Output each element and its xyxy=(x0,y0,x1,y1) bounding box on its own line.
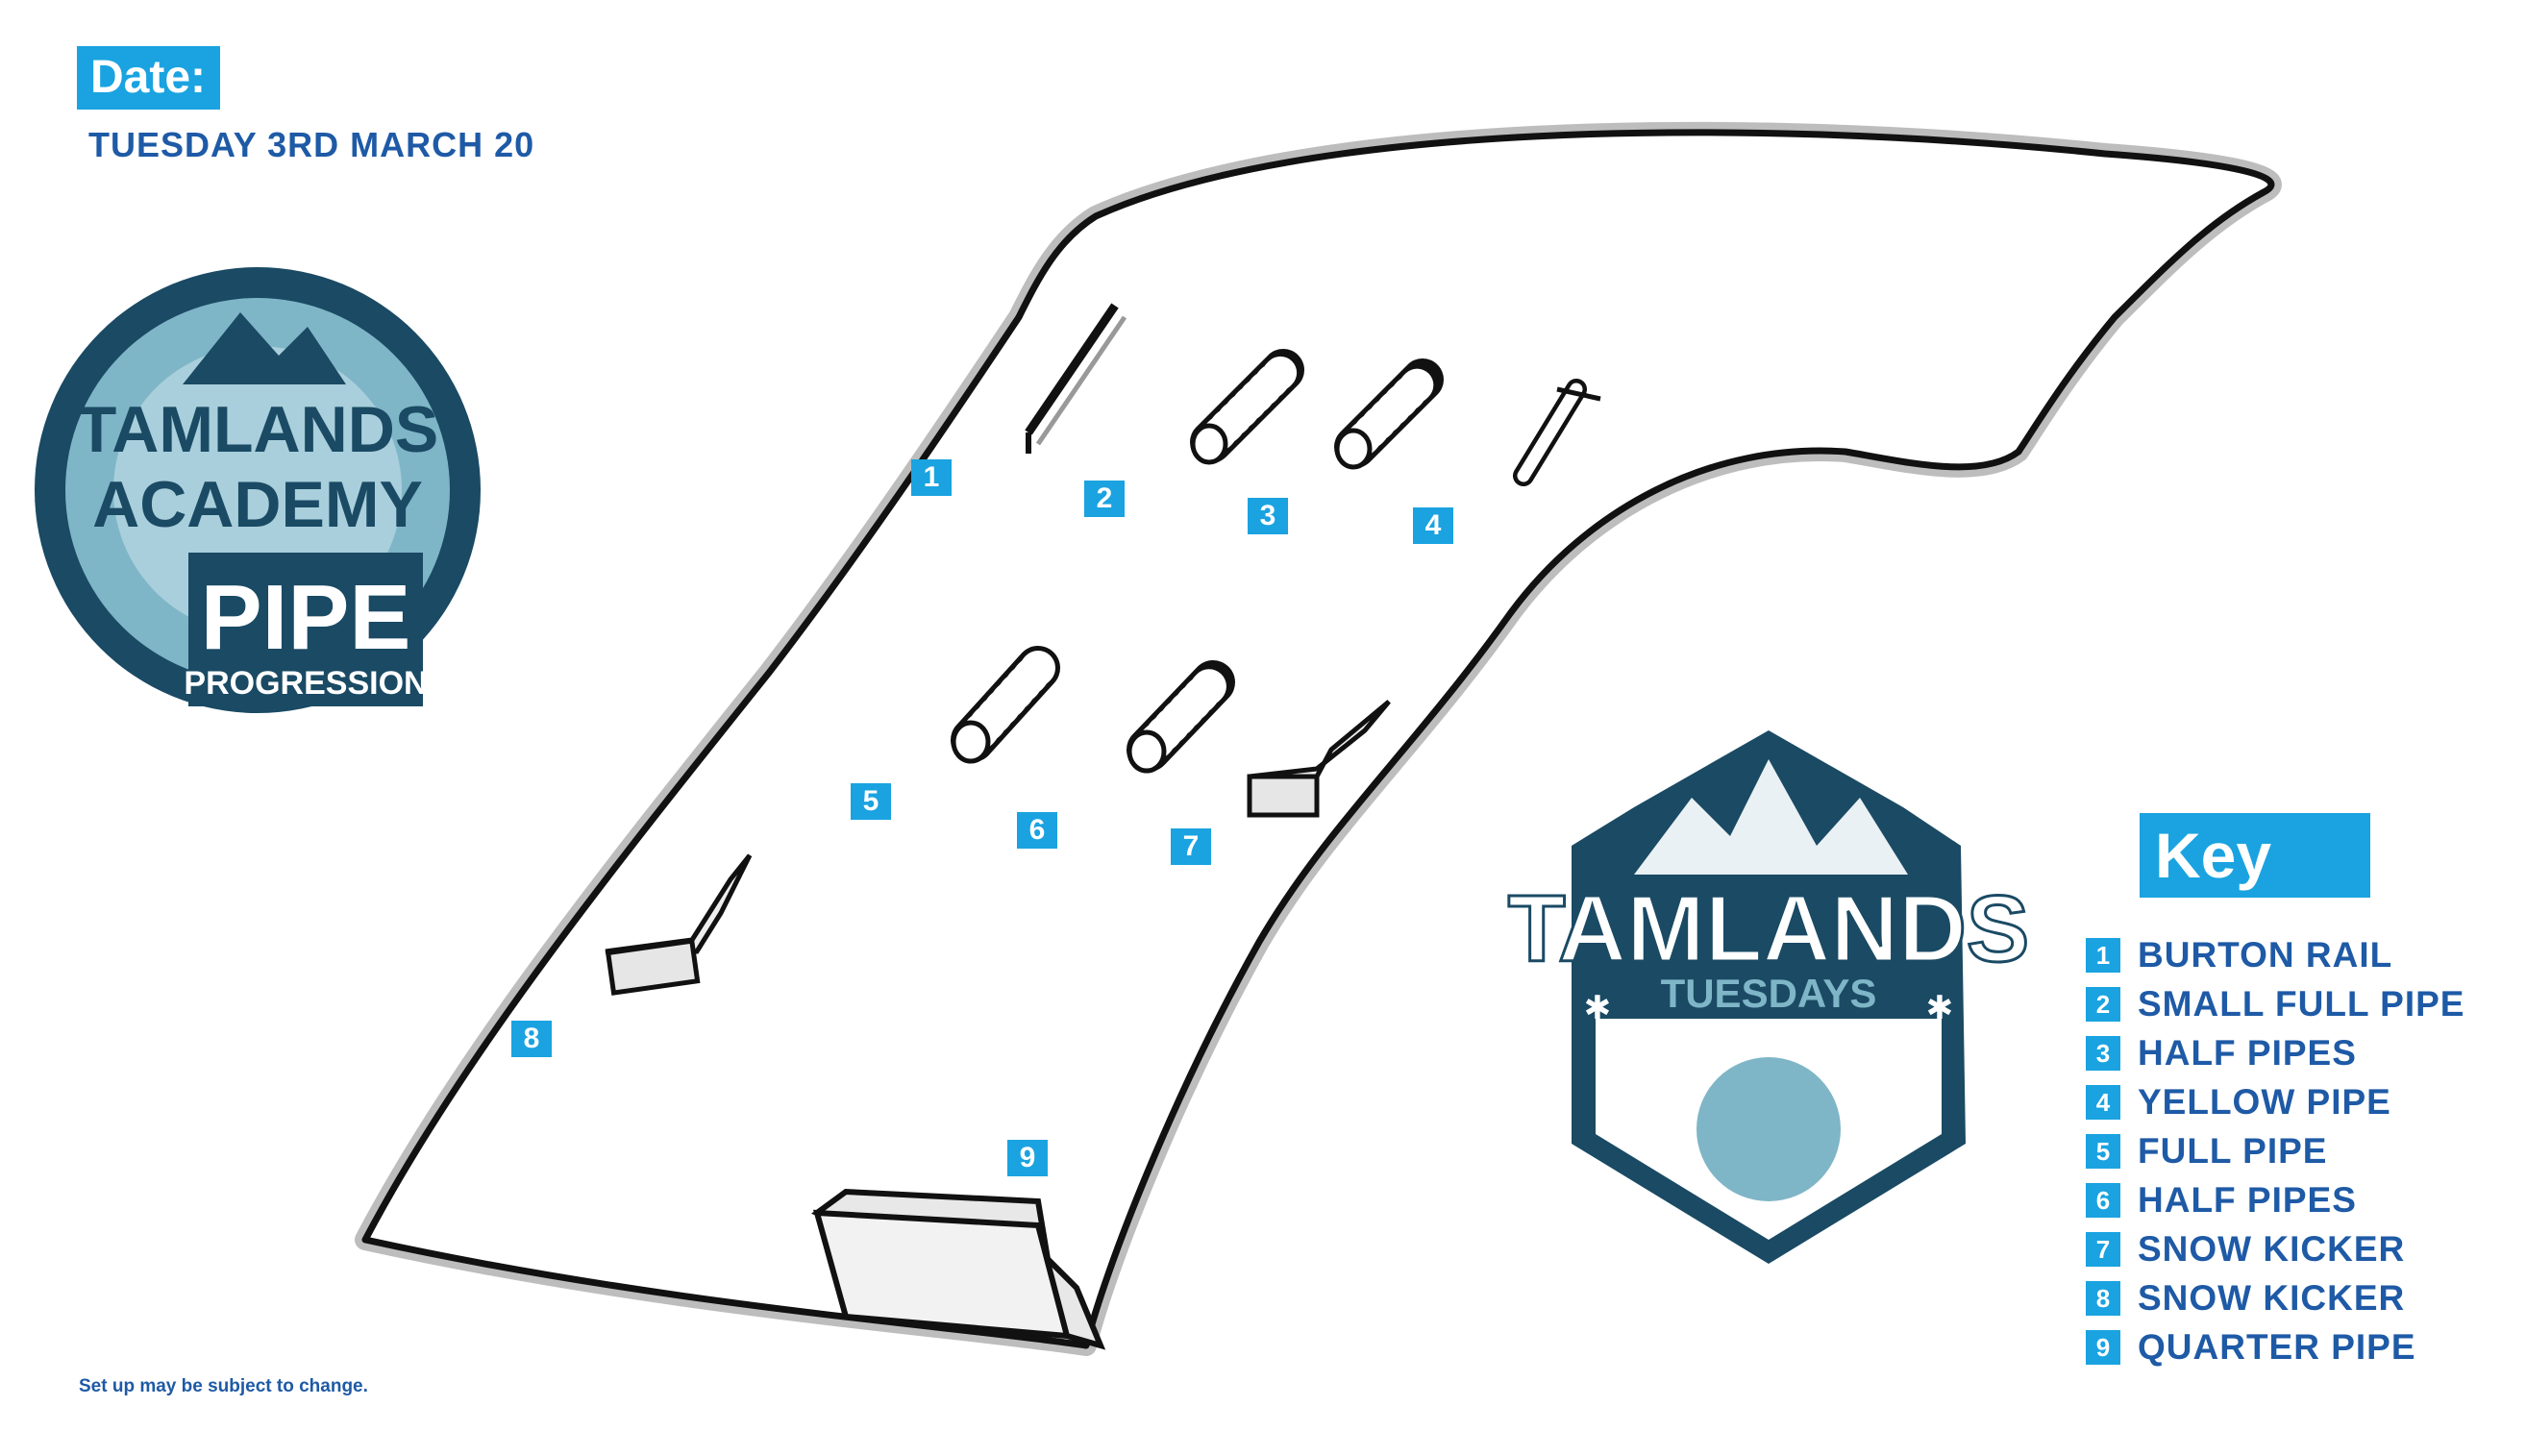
academy-logo-line2: ACADEMY xyxy=(92,468,423,541)
slope-outline xyxy=(361,129,2275,1349)
tuesdays-logo-line2: TUESDAYS xyxy=(1661,971,1877,1016)
key-item: 1 BURTON RAIL xyxy=(2086,930,2464,979)
key-item: 9 QUARTER PIPE xyxy=(2086,1322,2464,1371)
half-pipes-3 xyxy=(1334,358,1444,470)
key-item-label: BURTON RAIL xyxy=(2138,934,2393,975)
snowflake-icon: ✱ xyxy=(1584,990,1612,1026)
feature-tag-3: 3 xyxy=(1248,498,1288,534)
academy-logo: TAMLANDS ACADEMY PIPE PROGRESSION xyxy=(35,267,481,713)
key-item-label: YELLOW PIPE xyxy=(2138,1081,2391,1122)
key-item: 8 SNOW KICKER xyxy=(2086,1273,2464,1322)
key-item-number: 1 xyxy=(2086,937,2120,973)
academy-logo-line3: PIPE xyxy=(201,566,411,669)
key-item-number: 5 xyxy=(2086,1133,2120,1169)
burton-rail xyxy=(1025,303,1127,454)
quarter-pipe xyxy=(810,1188,1106,1350)
key-item: 2 SMALL FULL PIPE xyxy=(2086,979,2464,1028)
key-item-number: 3 xyxy=(2086,1035,2120,1071)
snowflake-icon: ✱ xyxy=(1926,990,1954,1026)
key-item-number: 2 xyxy=(2086,986,2120,1022)
key-item-number: 6 xyxy=(2086,1182,2120,1218)
key-item-label: HALF PIPES xyxy=(2138,1179,2357,1220)
key-item-number: 7 xyxy=(2086,1231,2120,1267)
snow-kicker-7 xyxy=(1247,700,1391,818)
tuesdays-logo: TAMLANDS TUESDAYS ✱ ✱ xyxy=(1506,730,2031,1264)
small-full-pipe xyxy=(1190,349,1304,465)
key-item: 5 FULL PIPE xyxy=(2086,1126,2464,1175)
key-item: 4 YELLOW PIPE xyxy=(2086,1077,2464,1126)
key-item-label: SNOW KICKER xyxy=(2138,1228,2406,1269)
date-label: Date: xyxy=(79,48,218,108)
key-item-number: 9 xyxy=(2086,1329,2120,1365)
footer-note: Set up may be subject to change. xyxy=(79,1376,368,1396)
key-item-label: SNOW KICKER xyxy=(2138,1277,2406,1318)
key-item: 3 HALF PIPES xyxy=(2086,1028,2464,1077)
date-value: TUESDAY 3RD MARCH 20 xyxy=(88,125,535,164)
academy-logo-line4: PROGRESSION xyxy=(184,665,427,702)
full-pipe xyxy=(951,646,1060,764)
key-item-label: FULL PIPE xyxy=(2138,1130,2328,1171)
feature-tag-9: 9 xyxy=(1007,1140,1048,1176)
key-item-number: 4 xyxy=(2086,1084,2120,1120)
key-item-label: SMALL FULL PIPE xyxy=(2138,983,2465,1024)
feature-tag-7: 7 xyxy=(1171,828,1211,865)
yellow-pipe xyxy=(1513,379,1601,486)
key-item: 6 HALF PIPES xyxy=(2086,1175,2464,1224)
feature-tag-4: 4 xyxy=(1413,507,1453,544)
key-item-number: 8 xyxy=(2086,1280,2120,1316)
feature-tag-2: 2 xyxy=(1084,481,1125,517)
academy-logo-line1: TAMLANDS xyxy=(77,393,438,466)
half-pipes-6 xyxy=(1127,660,1235,774)
key-item-label: HALF PIPES xyxy=(2138,1032,2357,1073)
feature-tag-5: 5 xyxy=(851,783,891,820)
feature-tag-8: 8 xyxy=(511,1021,552,1057)
feature-tag-1: 1 xyxy=(911,459,952,496)
feature-tag-6: 6 xyxy=(1017,812,1057,849)
snow-kicker-8 xyxy=(605,853,753,996)
tuesdays-logo-line1: TAMLANDS xyxy=(1508,876,2030,981)
key-item: 7 SNOW KICKER xyxy=(2086,1224,2464,1273)
key-item-label: QUARTER PIPE xyxy=(2138,1326,2416,1367)
key-title: Key xyxy=(2142,815,2368,896)
